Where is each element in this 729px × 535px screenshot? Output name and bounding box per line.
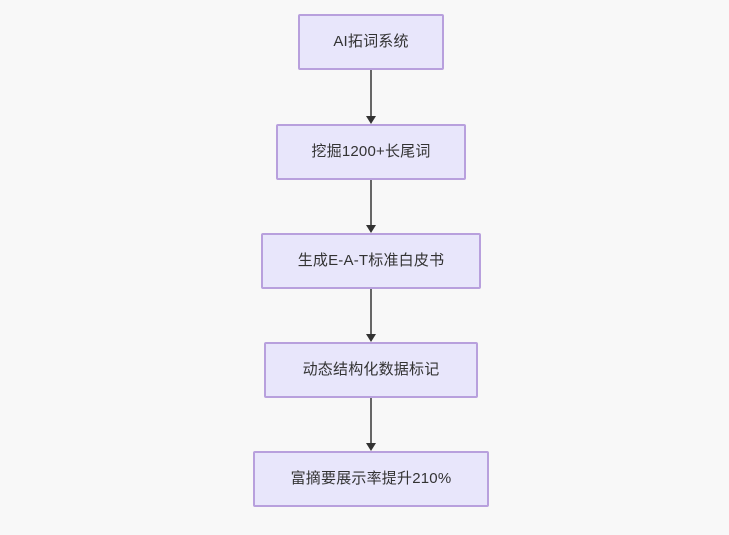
edge-line (370, 398, 372, 443)
flow-node-label: 生成E-A-T标准白皮书 (297, 252, 445, 269)
flow-node-label: 富摘要展示率提升210% (290, 470, 452, 487)
flow-node-mine-longtail-keywords[interactable]: 挖掘1200+长尾词 (276, 124, 466, 180)
edge-line (370, 289, 372, 334)
flow-node-dynamic-structured-data[interactable]: 动态结构化数据标记 (264, 342, 478, 398)
arrowhead-icon (366, 334, 376, 342)
edge-line (370, 180, 372, 225)
flow-node-label: 动态结构化数据标记 (302, 361, 440, 378)
arrowhead-icon (366, 116, 376, 124)
flow-edge-4 (365, 398, 377, 451)
arrowhead-icon (366, 443, 376, 451)
flow-node-ai-keyword-system[interactable]: AI拓词系统 (298, 14, 444, 70)
arrowhead-icon (366, 225, 376, 233)
flow-node-label: AI拓词系统 (333, 33, 409, 50)
flow-edge-1 (365, 70, 377, 124)
flow-node-rich-snippet-result[interactable]: 富摘要展示率提升210% (253, 451, 489, 507)
flow-edge-2 (365, 180, 377, 233)
flow-node-label: 挖掘1200+长尾词 (311, 143, 431, 160)
flow-edge-3 (365, 289, 377, 342)
edge-line (370, 70, 372, 116)
flow-node-generate-eat-whitepaper[interactable]: 生成E-A-T标准白皮书 (261, 233, 481, 289)
